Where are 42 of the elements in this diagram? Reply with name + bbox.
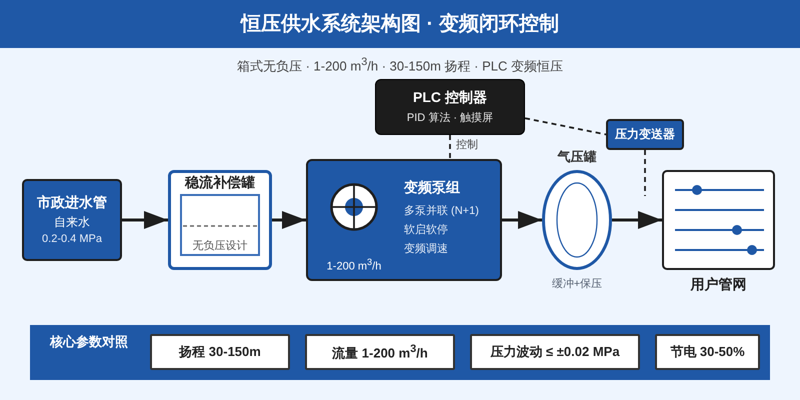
pump-box [306,159,502,281]
parameter-box [305,334,455,370]
edge-label: 控制 [455,139,479,152]
box-title: PLC 控制器 [413,89,487,106]
flow-arrow [612,211,662,229]
box-label: 压力波动 ≤ ±0.02 MPa [490,344,620,360]
box-title: 稳流补偿罐 [185,174,255,191]
diagram-title: 恒压供水系统架构图 · 变频闭环控制 [241,12,559,36]
flow-arrow [502,211,542,229]
inner-tank-box [180,194,260,256]
sensor-box [606,119,684,150]
box-label: 节电 30-50% [670,344,745,360]
box-text: 变频调速 [404,243,448,256]
shape-title: 用户管网 [690,276,746,293]
flow-arrow [272,211,306,229]
tank-box [168,170,272,270]
subtitle: 箱式无负压 · 1-200 m$^{3}$/h · 30-150m 扬程 · PLC 变频恒压 [236,56,564,74]
controller-box [375,79,525,135]
box-text: PID 算法 · 触摸屏 [406,112,494,125]
node-label: 缓冲+保压 [552,278,602,292]
parameter-box [655,334,760,370]
box-label: 扬程 30-150m [179,344,261,360]
dashed-connector [449,135,451,159]
band-title: 核心参数对照 [50,334,128,350]
process-box [22,179,122,261]
parameter-box [470,334,640,370]
parameter-box [150,334,290,370]
box-title: 市政进水管 [37,194,107,211]
shape-title: 气压罐 [558,149,596,165]
flow-arrow [122,211,168,229]
box-text: 无负压设计 [192,240,248,253]
box-title: 变频泵组 [404,179,460,196]
parameter-band [30,325,770,380]
box-label: 压力变送器 [615,127,675,142]
box-text: 多泵并联 (N+1) [404,205,479,218]
box-text: 0.2-0.4 MPa [42,233,102,246]
box-text: 软启软停 [404,224,448,238]
dashed-connector [644,150,646,196]
box-text: 1-200 m$^{3}$/h [326,257,382,274]
box-label: 流量 1-200 m$^{3}$/h [332,343,428,361]
box-text: 自来水 [54,214,90,229]
dashed-connector [524,117,606,136]
